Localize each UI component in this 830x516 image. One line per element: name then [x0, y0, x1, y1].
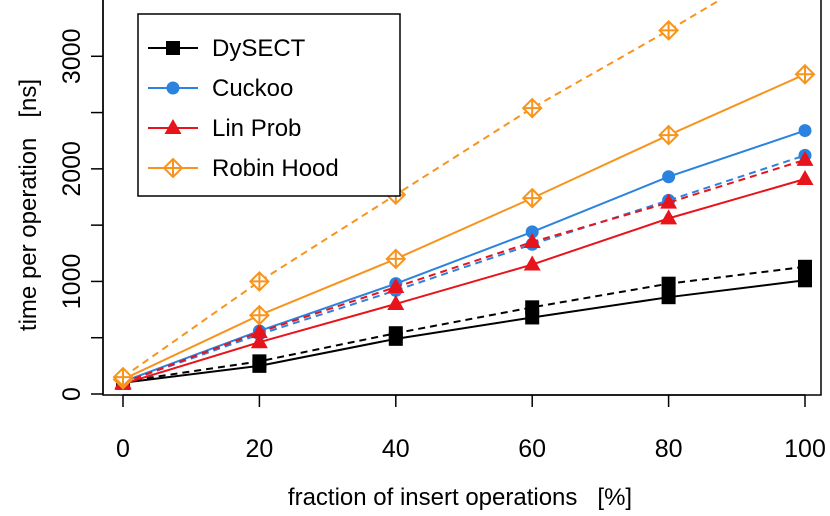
legend-item: Lin Prob [148, 115, 301, 142]
legend-item: DySECT [148, 35, 306, 62]
series-lin-prob [114, 169, 814, 390]
legend-marker [166, 41, 180, 55]
y-axis-label: time per operation [ns] [15, 79, 42, 331]
series-line [122, 178, 806, 385]
data-point [798, 124, 812, 138]
y-tick-label: 2000 [58, 141, 86, 197]
legend-label: DySECT [212, 35, 306, 62]
y-axis: 0 1000 2000 3000 [58, 0, 104, 401]
data-point [248, 271, 270, 292]
y-tick-label: 1000 [58, 254, 86, 310]
series-line [122, 73, 806, 381]
data-point [250, 323, 268, 339]
data-point [658, 19, 680, 41]
data-point [112, 366, 134, 388]
data-point [798, 273, 812, 288]
legend-marker [162, 157, 184, 179]
series-line [122, 279, 806, 384]
data-point [661, 290, 676, 305]
x-axis-label: fraction of insert operations [%] [288, 484, 632, 511]
y-tick-label: 3000 [58, 28, 86, 84]
data-point [523, 233, 541, 249]
legend-label: Lin Prob [212, 115, 301, 142]
x-tick-label: 0 [116, 435, 130, 463]
data-point [660, 193, 678, 209]
series-lin-prob-dashed [114, 150, 814, 389]
data-point [521, 187, 543, 209]
series-robin-hood [112, 63, 816, 390]
data-point [387, 278, 405, 294]
legend-label: Robin Hood [212, 155, 339, 182]
data-point [796, 169, 814, 185]
data-point [248, 304, 270, 326]
data-point [661, 276, 676, 291]
data-point [385, 248, 407, 270]
data-point [250, 333, 268, 349]
y-tick-label: 0 [58, 387, 86, 401]
series-dysect [116, 273, 812, 390]
data-point [660, 209, 678, 225]
series-line [122, 129, 806, 383]
series-layer [112, 0, 816, 390]
data-point [796, 150, 814, 166]
data-point [252, 354, 267, 369]
data-point [658, 124, 680, 146]
x-tick-label: 40 [382, 435, 410, 463]
data-point [662, 170, 676, 184]
data-point [387, 294, 405, 310]
data-point [794, 63, 816, 85]
data-point [523, 255, 541, 271]
data-point [525, 225, 539, 239]
legend-marker [166, 81, 180, 95]
legend-marker [164, 119, 182, 134]
data-point [388, 326, 403, 341]
series-line [122, 154, 806, 384]
data-point [798, 259, 812, 274]
x-tick-label: 100 [784, 435, 826, 463]
legend-item: Cuckoo [148, 75, 293, 102]
legend-box [137, 13, 401, 197]
data-point [521, 97, 543, 119]
x-axis: 0 20 40 60 80 100 [116, 394, 826, 463]
series-line [122, 158, 806, 384]
legend-item: Robin Hood [148, 155, 339, 182]
x-tick-label: 80 [655, 435, 683, 463]
legend-label: Cuckoo [212, 75, 293, 102]
series-line [122, 265, 806, 383]
x-tick-label: 20 [245, 435, 273, 463]
series-dysect-dashed [116, 259, 812, 389]
x-tick-label: 60 [518, 435, 546, 463]
data-point [525, 300, 540, 315]
series-line [122, 0, 722, 378]
